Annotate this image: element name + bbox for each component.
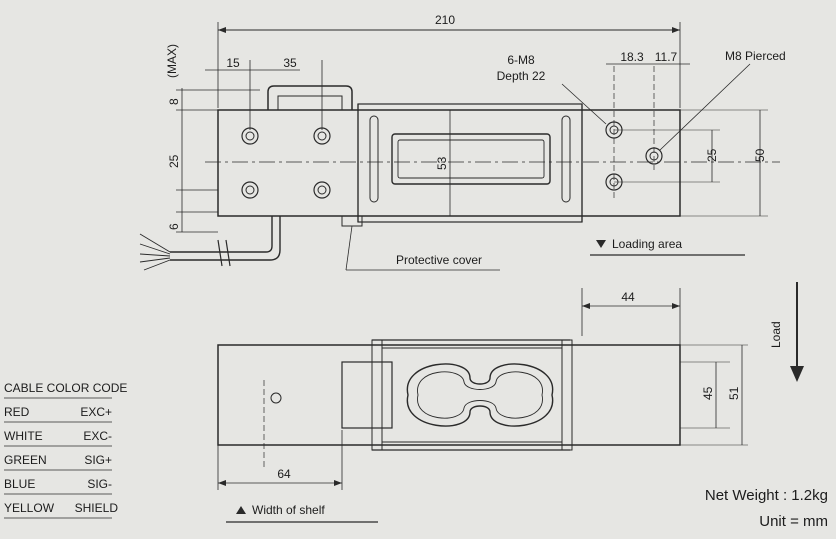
dogbone-cutout [406, 363, 554, 427]
cable-color-code: CABLE COLOR CODE RED EXC+ WHITE EXC- GRE… [4, 381, 127, 519]
color-row: BLUE SIG- [4, 477, 112, 495]
dim-35-text: 35 [283, 56, 297, 70]
color-name: BLUE [4, 477, 35, 491]
dim-64-text: 64 [277, 467, 291, 481]
loading-area-icon [596, 240, 606, 248]
right-mounting-holes [605, 66, 663, 200]
width-of-shelf-icon [236, 506, 246, 514]
color-name: RED [4, 405, 30, 419]
color-name: WHITE [4, 429, 43, 443]
top-bracket [267, 85, 353, 110]
dim-left-vertical: 8 25 6 [167, 88, 260, 233]
color-signal: SIG+ [84, 453, 112, 467]
hole-depth-text: Depth 22 [497, 69, 546, 83]
dim-45-text: 45 [701, 386, 715, 400]
cable-color-code-title: CABLE COLOR CODE [4, 381, 127, 395]
net-weight-text: Net Weight : 1.2kg [705, 487, 828, 504]
dim-53-text: 53 [435, 156, 449, 170]
dim-15-text: 15 [226, 56, 240, 70]
load-arrow-icon [790, 366, 804, 382]
dim-15-35: 15 35 [205, 56, 323, 130]
color-name: YELLOW [4, 501, 55, 515]
bottom-view: 44 45 51 64 Width of she [217, 282, 804, 523]
color-signal: SHIELD [75, 501, 119, 515]
protective-cover-shape [357, 103, 583, 223]
dim-25-left-text: 25 [167, 154, 181, 168]
unit-text: Unit = mm [759, 513, 828, 530]
color-row: YELLOW SHIELD [4, 501, 119, 519]
dim-6-text: 6 [167, 223, 181, 230]
max-label: (MAX) [165, 44, 179, 78]
load-text: Load [769, 321, 783, 348]
center-window [391, 133, 551, 185]
left-mounting-holes [241, 127, 331, 199]
color-row: WHITE EXC- [4, 429, 112, 447]
protective-cover-text: Protective cover [396, 253, 482, 267]
dim-8-text: 8 [167, 98, 181, 105]
width-of-shelf-text: Width of shelf [252, 503, 325, 517]
dim-11-7-text: 11.7 [655, 50, 678, 64]
m8-pierced-text: M8 Pierced [725, 49, 786, 63]
bottom-body [217, 344, 681, 446]
color-name: GREEN [4, 453, 47, 467]
bottom-hole [270, 392, 282, 404]
loading-area-text: Loading area [612, 237, 682, 251]
dim-50-text: 50 [753, 148, 767, 162]
top-view: 210 (MAX) 15 35 8 25 6 [139, 13, 786, 271]
color-signal: SIG- [87, 477, 112, 491]
color-signal: EXC- [83, 429, 112, 443]
dim-44-text: 44 [621, 290, 635, 304]
cable [139, 216, 281, 271]
dim-25-right-text: 25 [705, 148, 719, 162]
color-row: RED EXC+ [4, 405, 112, 423]
dim-210-text: 210 [435, 13, 455, 27]
dim-18-3-text: 18.3 [620, 50, 644, 64]
load-cell-body [217, 109, 681, 217]
dim-51-text: 51 [727, 386, 741, 400]
color-signal: EXC+ [80, 405, 112, 419]
hole-spec-text: 6-M8 [507, 53, 535, 67]
dim-overall-length: 210 [217, 13, 681, 108]
color-row: GREEN SIG+ [4, 453, 112, 471]
